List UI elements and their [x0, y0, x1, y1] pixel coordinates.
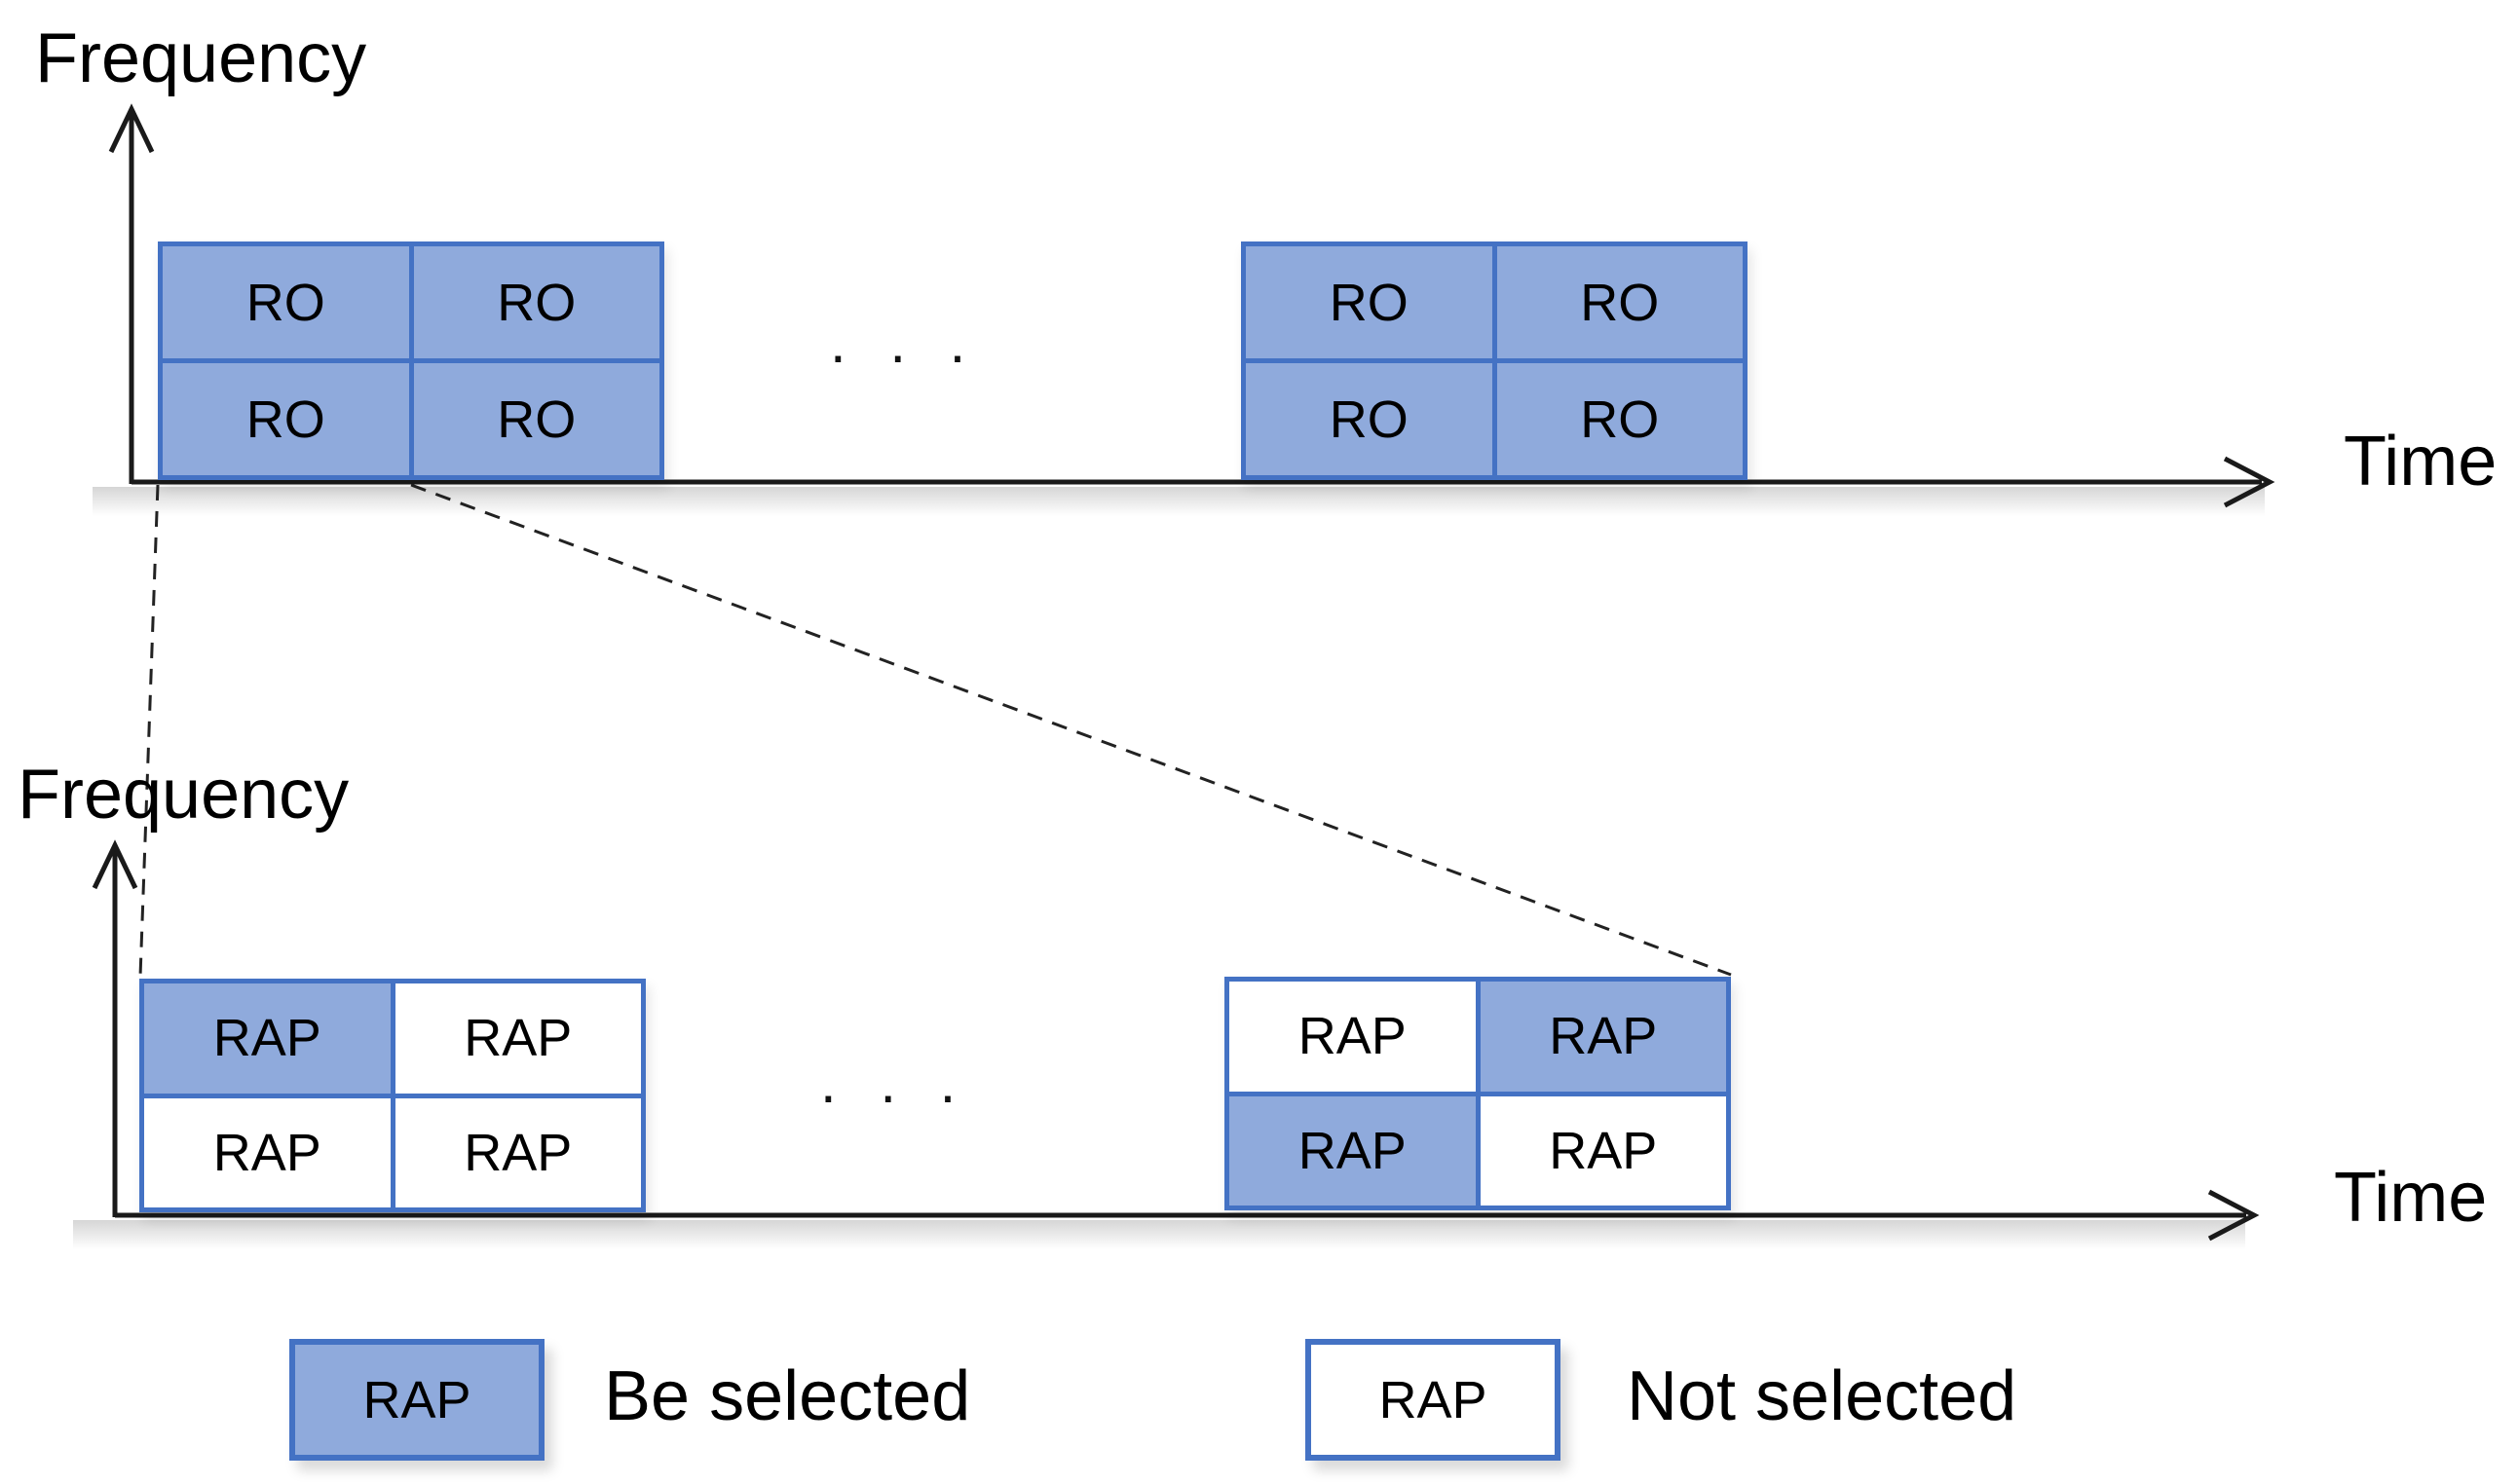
ro-cell: RO — [1496, 363, 1743, 475]
ellipsis-top: . . . — [830, 310, 980, 375]
legend-selected-label: Be selected — [604, 1357, 971, 1435]
bottom-frequency-axis-label: Frequency — [18, 756, 350, 834]
dashed-connector-right — [410, 483, 1732, 977]
bottom-y-axis-arrowhead-icon — [92, 839, 138, 890]
ro-group-2: RO RO RO RO — [1241, 241, 1748, 480]
rap-cell: RAP — [1480, 1095, 1726, 1206]
top-frequency-axis-label: Frequency — [35, 19, 367, 97]
rap-group-2: RAP RAP RAP RAP — [1224, 977, 1731, 1210]
ro-cell: RO — [163, 363, 409, 475]
ro-group-1: RO RO RO RO — [158, 241, 664, 480]
legend-selected-swatch: RAP — [289, 1339, 545, 1461]
ro-cell: RO — [163, 246, 409, 358]
ro-cell: RO — [413, 363, 659, 475]
rap-cell: RAP — [144, 983, 391, 1094]
rap-cell: RAP — [1480, 982, 1726, 1092]
bottom-x-axis-arrowhead-icon — [2207, 1189, 2260, 1242]
ellipsis-bottom: . . . — [820, 1050, 970, 1115]
rap-group-1: RAP RAP RAP RAP — [139, 979, 646, 1212]
rap-cell: RAP — [395, 983, 641, 1094]
dashed-connector-left — [138, 484, 160, 978]
legend-not-selected-label: Not selected — [1627, 1357, 2017, 1435]
top-time-axis-label: Time — [2344, 423, 2498, 501]
legend-not-selected-swatch: RAP — [1305, 1339, 1560, 1461]
top-y-axis-arrowhead-icon — [108, 103, 155, 154]
rap-cell: RAP — [1229, 1095, 1476, 1206]
ro-cell: RO — [413, 246, 659, 358]
rap-cell: RAP — [395, 1097, 641, 1207]
ro-cell: RO — [1496, 246, 1743, 358]
rap-cell: RAP — [1229, 982, 1476, 1092]
rap-cell: RAP — [144, 1097, 391, 1207]
ro-cell: RO — [1246, 246, 1492, 358]
top-x-axis-arrowhead-icon — [2223, 456, 2275, 508]
ro-cell: RO — [1246, 363, 1492, 475]
bottom-time-axis-label: Time — [2334, 1159, 2488, 1237]
